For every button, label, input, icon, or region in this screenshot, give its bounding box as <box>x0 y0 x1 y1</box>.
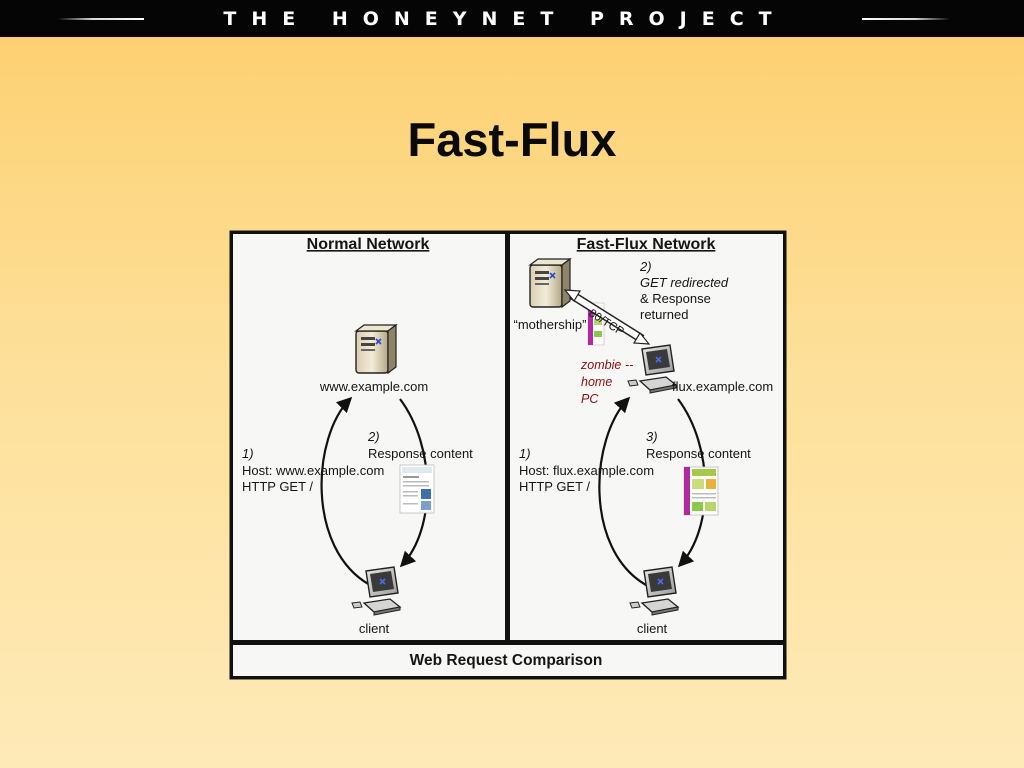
normal-client-label: client <box>359 621 390 636</box>
ff-client-label: client <box>637 621 668 636</box>
diagram-caption: Web Request Comparison <box>410 652 603 669</box>
web-page-thumbnail-icon <box>399 464 435 514</box>
mothership-label: “mothership” <box>514 317 587 332</box>
normal-step1-get: HTTP GET / <box>242 479 313 494</box>
zombie-label-line1: zombie <box>580 358 621 372</box>
zombie-label-dash: -- <box>625 358 633 372</box>
normal-step2-text: Response content <box>368 446 473 461</box>
ff-step2-line3: returned <box>640 307 688 322</box>
ff-step3-num: 3) <box>646 429 658 444</box>
normal-server-label: www.example.com <box>319 379 428 394</box>
mothership-server-icon <box>529 258 571 308</box>
header-rule-left <box>58 18 144 20</box>
normal-network-title: Normal Network <box>307 236 430 253</box>
flux-host-label: flux.example.com <box>672 379 773 394</box>
request-arrow <box>320 396 371 586</box>
ff-step2-line2: & Response <box>640 291 711 306</box>
zombie-label-line3: PC <box>581 392 599 406</box>
normal-step1-num: 1) <box>242 446 254 461</box>
fast-flux-title: Fast-Flux Network <box>577 236 716 253</box>
zombie-label-line2: home <box>581 375 612 389</box>
ff-step3-text: Response content <box>646 446 751 461</box>
ff-step2-line1: GET redirected <box>640 275 729 290</box>
slide-title: Fast-Flux <box>407 113 617 166</box>
ff-page-thumbnail-icon <box>683 466 719 516</box>
header-bar: THE HONEYNET PROJECT <box>0 0 1024 37</box>
brand-title: THE HONEYNET PROJECT <box>223 8 787 30</box>
ff-step1-get: HTTP GET / <box>519 479 590 494</box>
ff-step1-host: Host: flux.example.com <box>519 463 654 478</box>
web-request-diagram: Web Request Comparison Normal Network ww… <box>228 229 788 681</box>
diagram-svg: Web Request Comparison Normal Network ww… <box>229 230 787 680</box>
normal-step2-num: 2) <box>367 429 380 444</box>
header-rule-right <box>862 18 950 20</box>
web-server-icon <box>355 324 397 374</box>
ff-step1-num: 1) <box>519 446 531 461</box>
normal-step1-host: Host: www.example.com <box>242 463 384 478</box>
footer-panel <box>233 645 783 676</box>
ff-step2-num: 2) <box>639 259 652 274</box>
ff-request-arrow <box>598 396 647 586</box>
